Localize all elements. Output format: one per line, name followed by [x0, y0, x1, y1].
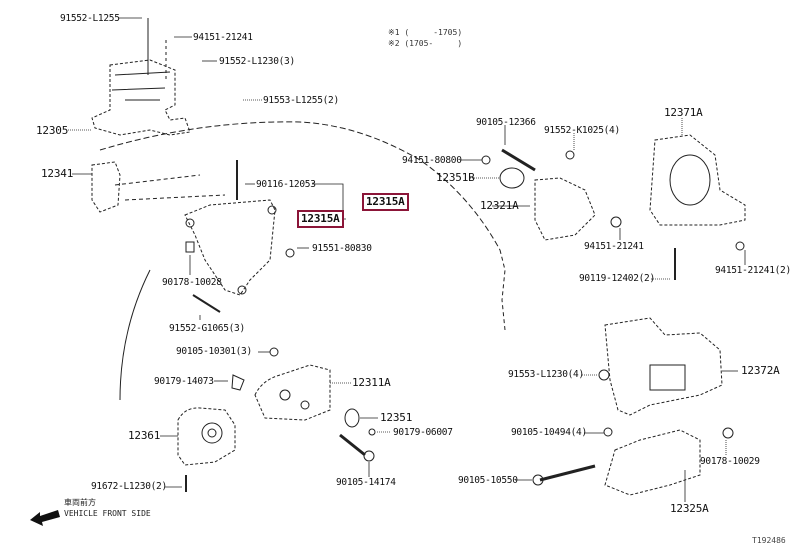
- part-label-91552-L1255[interactable]: 91552-L1255: [60, 13, 120, 24]
- part-label-90178-10028[interactable]: 90178-10028: [162, 277, 222, 288]
- part-label-12372A[interactable]: 12372A: [741, 364, 780, 377]
- part-label-91552-L1230-3[interactable]: 91552-L1230(3): [219, 56, 295, 67]
- part-12321A-drawing: [534, 177, 596, 241]
- engine-outline: [99, 121, 501, 251]
- part-label-12325A[interactable]: 12325A: [670, 502, 709, 515]
- part-label-90179-14073[interactable]: 90179-14073: [154, 376, 214, 387]
- part-12305-drawing: [91, 18, 191, 136]
- part-label-91553-L1230-4[interactable]: 91553-L1230(4): [508, 369, 584, 380]
- part-label-12351[interactable]: 12351: [380, 411, 413, 424]
- part-label-12315A-highlighted-2[interactable]: 12315A: [362, 193, 409, 211]
- part-label-94151-21241-2[interactable]: 94151-21241(2): [715, 265, 791, 276]
- part-label-90116-12053[interactable]: 90116-12053: [256, 179, 316, 190]
- part-label-90178-10029[interactable]: 90178-10029: [700, 456, 760, 467]
- part-label-91551-80830[interactable]: 91551-80830: [312, 243, 372, 254]
- vehicle-front-label-jp: 車両前方: [64, 498, 96, 507]
- part-12315A-drawing: [184, 160, 277, 296]
- vehicle-front-label-en: VEHICLE FRONT SIDE: [64, 509, 151, 518]
- part-label-12315A-highlighted-1[interactable]: 12315A: [297, 210, 344, 228]
- part-label-12371A[interactable]: 12371A: [664, 106, 703, 119]
- part-label-90179-06007[interactable]: 90179-06007: [393, 427, 453, 438]
- part-label-91552-G1065-3[interactable]: 91552-G1065(3): [169, 323, 245, 334]
- part-12371A-drawing: [649, 134, 746, 226]
- part-label-90105-14174[interactable]: 90105-14174: [336, 477, 396, 488]
- part-12325A-drawing: [604, 429, 701, 496]
- part-label-94151-80800[interactable]: 94151-80800: [402, 155, 462, 166]
- note-1: ※1 ( -1705): [388, 28, 463, 37]
- figure-code: T192486: [752, 536, 786, 545]
- part-label-12305[interactable]: 12305: [36, 124, 69, 137]
- part-label-12341[interactable]: 12341: [41, 167, 74, 180]
- part-label-12321A[interactable]: 12321A: [480, 199, 519, 212]
- part-label-91672-L1230-2[interactable]: 91672-L1230(2): [91, 481, 167, 492]
- part-label-90105-12366[interactable]: 90105-12366: [476, 117, 536, 128]
- part-label-94151-21241-b[interactable]: 94151-21241: [584, 241, 644, 252]
- part-label-90105-10550[interactable]: 90105-10550: [458, 475, 518, 486]
- leader-lines: [68, 17, 746, 502]
- part-label-90105-10301-3[interactable]: 90105-10301(3): [176, 346, 252, 357]
- part-label-91553-L1255-2[interactable]: 91553-L1255(2): [263, 95, 339, 106]
- part-12311A-drawing: [254, 364, 331, 421]
- part-label-12351B[interactable]: 12351B: [436, 171, 475, 184]
- part-label-90119-12402-2[interactable]: 90119-12402(2): [579, 273, 655, 284]
- part-label-90105-10494-4[interactable]: 90105-10494(4): [511, 427, 587, 438]
- part-12341-drawing: [91, 161, 121, 213]
- part-12351-drawing: [344, 408, 360, 428]
- part-12361-drawing: [177, 407, 236, 466]
- vehicle-front-arrow-icon: [30, 510, 60, 526]
- part-12372A-drawing: [604, 317, 723, 416]
- part-12351B-drawing: [499, 167, 525, 189]
- part-label-12311A[interactable]: 12311A: [352, 376, 391, 389]
- note-2: ※2 (1705- ): [388, 39, 463, 48]
- part-label-12361[interactable]: 12361: [128, 429, 161, 442]
- part-label-94151-21241[interactable]: 94151-21241: [193, 32, 253, 43]
- part-label-91552-K1025-4[interactable]: 91552-K1025(4): [544, 125, 620, 136]
